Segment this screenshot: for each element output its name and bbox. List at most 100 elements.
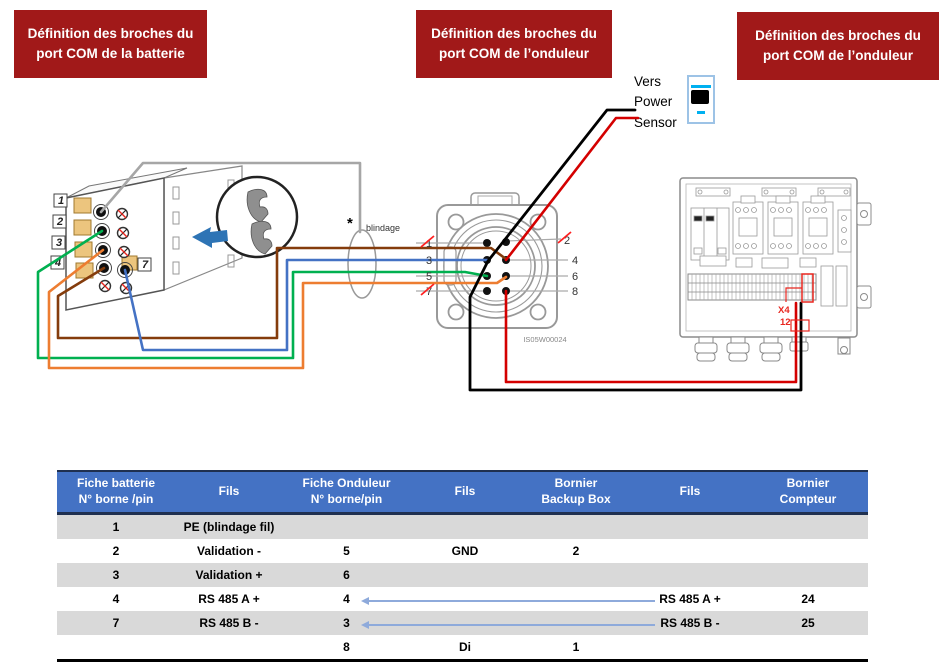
cell — [632, 515, 748, 539]
arrow-head-icon — [361, 621, 369, 629]
power-sensor-label: Vers Power Sensor — [634, 74, 677, 130]
inverter-connector — [416, 192, 568, 329]
banner-inverter-com-port: Définition des broches du port COM de l’… — [416, 10, 612, 78]
cell: 4 — [343, 592, 350, 606]
cell: GND — [451, 544, 479, 558]
cell: 6 — [343, 568, 350, 582]
rs485b-link-arrow — [361, 621, 655, 629]
col-header-wires-2: Fils — [454, 484, 476, 499]
wiring-diagram: 1 2 3 4 7 — [36, 108, 872, 392]
cell — [520, 563, 632, 587]
table-row: 3 Validation + 6 — [57, 563, 868, 587]
backup-box — [679, 177, 872, 362]
unused-pin-crosses — [420, 231, 572, 296]
banner-battery-com-port: Définition des broches du port COM de la… — [14, 10, 207, 78]
cell: PE (blindage fil) — [183, 520, 275, 534]
terminal-strip — [687, 265, 848, 307]
cell — [57, 635, 175, 659]
battery-tag-1: 1 — [58, 195, 64, 207]
pin-label-7: 7 — [426, 286, 432, 298]
icon-screen — [691, 90, 709, 104]
wire-orange-validation-plus — [47, 248, 508, 370]
pin-label-6: 6 — [572, 271, 578, 283]
connector-part-code: IS05W00024 — [523, 335, 566, 344]
pin-mapping-table: Fiche batterie N° borne /pin Fils Fiche … — [57, 470, 868, 662]
cell — [632, 563, 748, 587]
cell — [520, 587, 632, 611]
cell — [748, 563, 868, 587]
cell — [410, 587, 520, 611]
shield-ellipse: * blindage — [347, 215, 400, 299]
cell: 2 — [112, 544, 120, 558]
shield-label: blindage — [366, 223, 400, 233]
cell: RS 485 B - — [199, 616, 259, 630]
shield-asterisk: * — [347, 215, 353, 232]
rs485a-link-arrow — [361, 597, 655, 605]
col-header-backup-box: Bornier Backup Box — [541, 476, 611, 506]
col-header-inverter-pin: Fiche Onduleur N° borne/pin — [302, 476, 391, 506]
cell: 7 — [112, 616, 120, 630]
small-labels — [699, 255, 817, 269]
annotation-x4: X4 — [778, 305, 790, 316]
col-header-wires-1: Fils — [218, 484, 240, 499]
breaker-block — [690, 207, 730, 261]
annotation-12: 12 — [780, 317, 791, 328]
battery-tag-4: 4 — [54, 257, 61, 269]
wire-black-power-sensor — [468, 108, 803, 392]
col-header-meter: Bornier Compteur — [779, 476, 837, 506]
table-row-rs485b: 7 RS 485 B - 3 RS 485 B - 25 — [57, 611, 868, 635]
pin-label-3: 3 — [426, 255, 432, 267]
cell — [632, 539, 748, 563]
wire-brown-rs485a — [56, 246, 508, 340]
cell — [410, 515, 520, 539]
cell: 2 — [572, 544, 580, 558]
cell — [748, 539, 868, 563]
cell — [632, 635, 748, 659]
table-row: 1 PE (blindage fil) — [57, 515, 868, 539]
cell: RS 485 B - — [660, 616, 720, 630]
cell: 3 — [112, 568, 120, 582]
cell — [283, 515, 410, 539]
magnifier-detail — [192, 175, 299, 259]
power-sensor-icon — [687, 75, 715, 124]
clip-hook-1 — [246, 188, 269, 223]
cell: 4 — [112, 592, 120, 606]
arrow-head-icon — [361, 597, 369, 605]
cell: 24 — [801, 592, 815, 606]
cell: 5 — [343, 544, 350, 558]
cable-glands — [694, 336, 851, 362]
pin-label-2: 2 — [564, 235, 570, 247]
clip-hook-2 — [250, 220, 273, 255]
cell: 1 — [572, 640, 580, 654]
cell — [748, 635, 868, 659]
col-header-battery-pin: Fiche batterie N° borne /pin — [76, 476, 156, 506]
battery-tag-7: 7 — [142, 259, 149, 271]
pin-label-1: 1 — [426, 238, 432, 250]
battery-tag-3: 3 — [56, 237, 62, 249]
wire-gray-shield — [99, 161, 362, 234]
battery-tag-2: 2 — [56, 216, 63, 228]
cell — [520, 611, 632, 635]
cell: 1 — [112, 520, 120, 534]
cell: 3 — [343, 616, 350, 630]
icon-bar — [691, 85, 711, 88]
wire-green-validation-minus — [36, 229, 489, 360]
cell: Di — [459, 640, 471, 654]
table-row-rs485a: 4 RS 485 A + 4 RS 485 A + 24 — [57, 587, 868, 611]
cell: RS 485 A + — [198, 592, 260, 606]
connector-pin-numbers: 1 3 5 7 2 4 6 8 IS05W00024 — [420, 231, 578, 344]
icon-dash — [697, 111, 705, 114]
banner-inverter-com-port-2: Définition des broches du port COM de l’… — [737, 12, 939, 80]
magnifier-arrow-icon — [192, 227, 228, 248]
wire-red-di — [504, 289, 798, 384]
cell — [175, 635, 283, 659]
wires — [36, 108, 803, 392]
table-row: 2 Validation - 5 GND 2 — [57, 539, 868, 563]
cell: RS 485 A + — [659, 592, 721, 606]
wire-blue-rs485b — [123, 258, 489, 352]
cell: Validation + — [195, 568, 263, 582]
cell — [410, 611, 520, 635]
cell: Validation - — [196, 544, 261, 558]
pin-label-5: 5 — [426, 271, 432, 283]
